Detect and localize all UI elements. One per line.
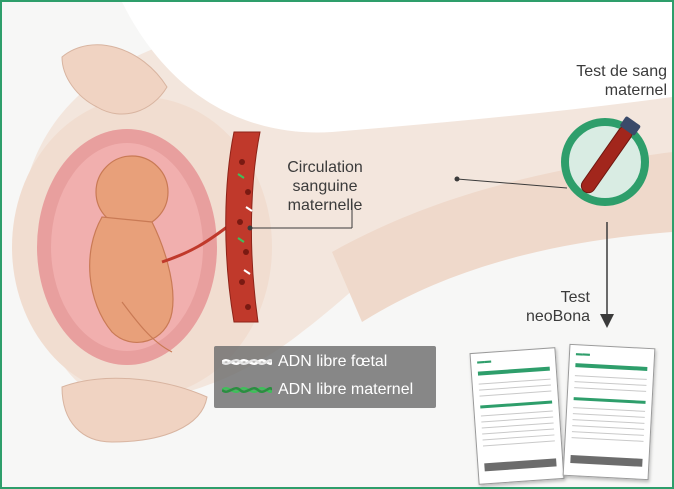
fetal-dna-icon (222, 356, 272, 368)
legend-row-fetal: ADN libre fœtal (222, 350, 387, 374)
circulation-label-line1: Circulation (272, 158, 378, 177)
dna-legend: ADN libre fœtal ADN libre maternel (214, 346, 436, 408)
report-logo: ▬▬ (576, 350, 590, 358)
neobona-test-label-line1: Test (490, 288, 590, 307)
report-logo: ▬▬ (477, 358, 491, 366)
circulation-label-line3: maternelle (272, 196, 378, 215)
neobona-test-label-line2: neoBona (490, 307, 590, 326)
report-sheet-right: ▬▬ (563, 344, 656, 480)
report-sheet-left: ▬▬ (470, 347, 565, 485)
legend-row-maternal: ADN libre maternel (222, 378, 413, 402)
blood-test-label-line1: Test de sang (547, 62, 667, 81)
legend-maternal-label: ADN libre maternel (278, 381, 413, 399)
blood-test-label: Test de sang maternel (547, 62, 667, 100)
circulation-label-line2: sanguine (272, 177, 378, 196)
legend-fetal-label: ADN libre fœtal (278, 353, 387, 371)
neobona-test-label: Test neoBona (490, 288, 590, 326)
blood-test-label-line2: maternel (547, 81, 667, 100)
maternal-dna-icon (222, 384, 272, 396)
circulation-label: Circulation sanguine maternelle (272, 158, 378, 215)
